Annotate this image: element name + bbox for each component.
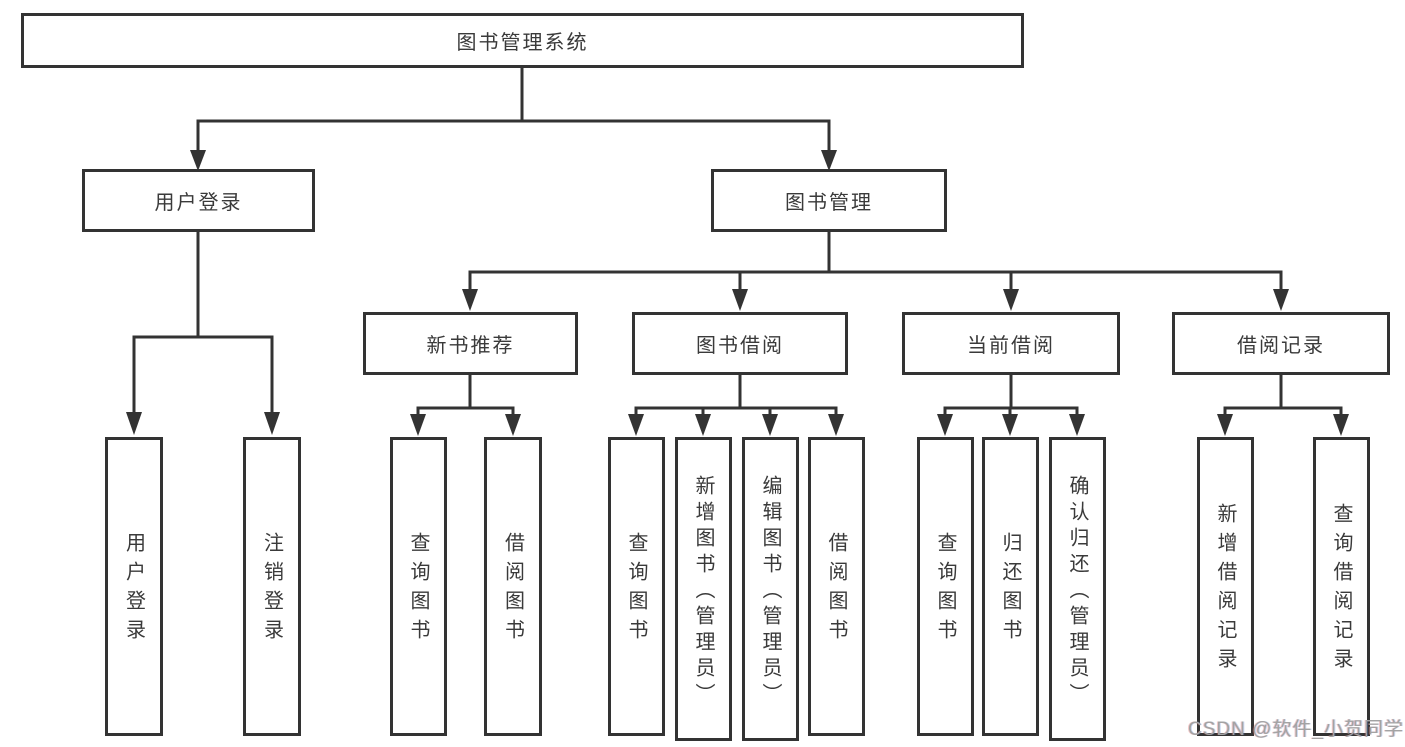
node-bb-edit-book: 编辑图书（管理员）: [742, 437, 799, 741]
node-user-login-leaf: 用户登录: [105, 437, 163, 736]
node-br-query-record: 查询借阅记录: [1313, 437, 1370, 736]
node-current-borrow: 当前借阅: [902, 312, 1120, 375]
node-br-add-record: 新增借阅记录: [1197, 437, 1254, 736]
node-nb-borrow-book: 借阅图书: [484, 437, 542, 736]
node-bb-query-book: 查询图书: [608, 437, 665, 736]
node-cb-return-book: 归还图书: [982, 437, 1039, 736]
csdn-watermark: CSDN @软件_小贺同学: [1188, 719, 1404, 740]
node-cb-confirm-return: 确认归还（管理员）: [1049, 437, 1106, 741]
node-borrow-records: 借阅记录: [1172, 312, 1390, 375]
node-new-book-recommend: 新书推荐: [363, 312, 578, 375]
node-logout-leaf: 注销登录: [243, 437, 301, 736]
node-cb-query-book: 查询图书: [917, 437, 974, 736]
arrowhead-icons: [126, 150, 1349, 436]
node-bb-borrow-book: 借阅图书: [808, 437, 865, 736]
node-book-borrow: 图书借阅: [632, 312, 848, 375]
node-nb-query-book: 查询图书: [390, 437, 447, 736]
node-root: 图书管理系统: [21, 13, 1024, 68]
node-bb-add-book: 新增图书（管理员）: [675, 437, 732, 741]
node-user-login: 用户登录: [82, 169, 315, 232]
node-book-management: 图书管理: [711, 169, 947, 232]
